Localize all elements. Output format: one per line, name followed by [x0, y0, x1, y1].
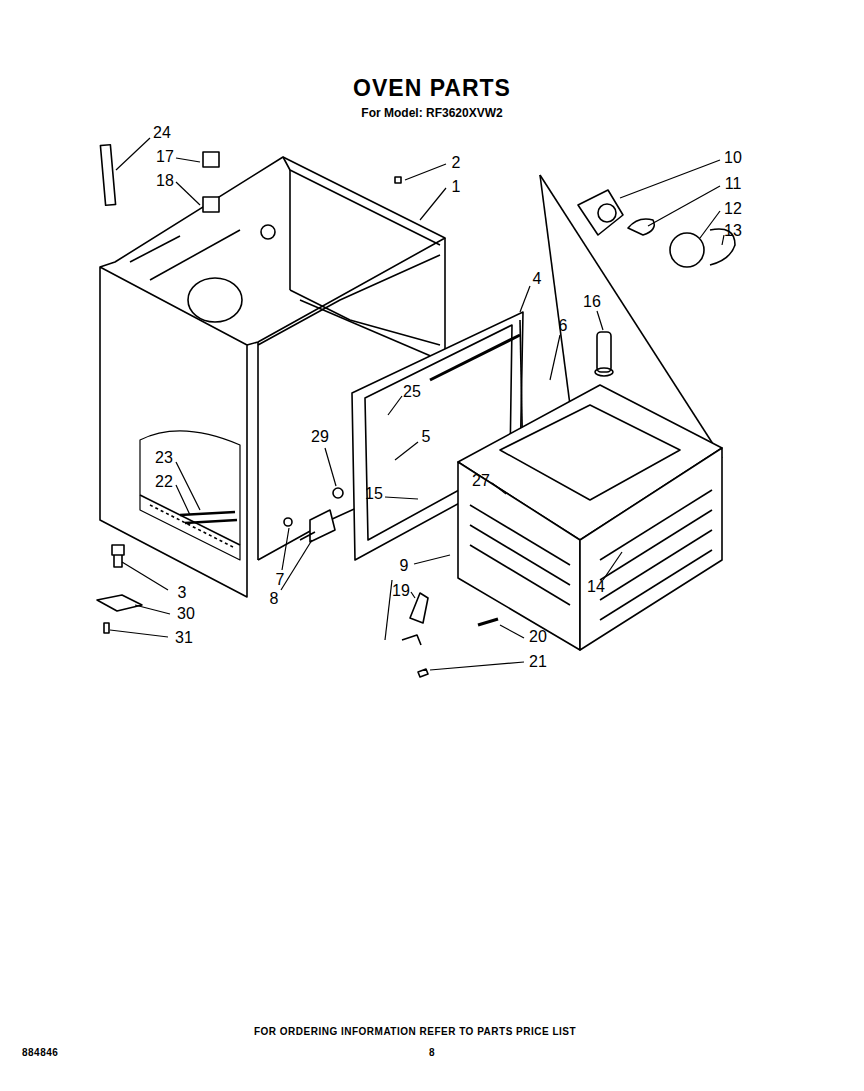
diagram-title: OVEN PARTS [353, 77, 511, 100]
callout-number: 24 [153, 125, 171, 141]
callout-number: 20 [529, 629, 547, 645]
callout-number: 13 [724, 223, 742, 239]
callout-number: 21 [529, 654, 547, 670]
model-line: For Model: RF3620XVW2 [361, 107, 502, 119]
page-number: 8 [429, 1048, 435, 1058]
callout-number: 14 [587, 579, 605, 595]
callout-number: 31 [175, 630, 193, 646]
callout-number: 19 [392, 583, 410, 599]
callout-number: 11 [725, 176, 742, 192]
callout-number: 5 [422, 429, 431, 445]
callout-number: 23 [155, 450, 173, 466]
callout-number: 16 [583, 294, 601, 310]
oven-liner [458, 385, 722, 650]
callout-number: 27 [472, 473, 490, 489]
callout-number: 22 [155, 474, 173, 490]
leader-lines [110, 138, 724, 670]
callout-number: 3 [178, 585, 187, 601]
callout-number: 7 [276, 572, 285, 588]
callout-number: 10 [724, 150, 742, 166]
callout-number: 18 [156, 173, 174, 189]
callout-number: 12 [724, 201, 742, 217]
callout-number: 6 [559, 318, 568, 334]
callout-number: 30 [177, 606, 195, 622]
callout-number: 17 [156, 149, 174, 165]
callout-number: 29 [311, 429, 329, 445]
callout-number: 8 [270, 591, 279, 607]
callout-number: 1 [452, 179, 461, 195]
callout-number: 9 [400, 558, 409, 574]
callout-number: 2 [452, 155, 461, 171]
document-number: 884846 [22, 1048, 58, 1058]
callout-number: 15 [365, 486, 383, 502]
footer-note: FOR ORDERING INFORMATION REFER TO PARTS … [254, 1027, 576, 1037]
callout-number: 4 [533, 271, 542, 287]
callout-number: 25 [403, 384, 421, 400]
